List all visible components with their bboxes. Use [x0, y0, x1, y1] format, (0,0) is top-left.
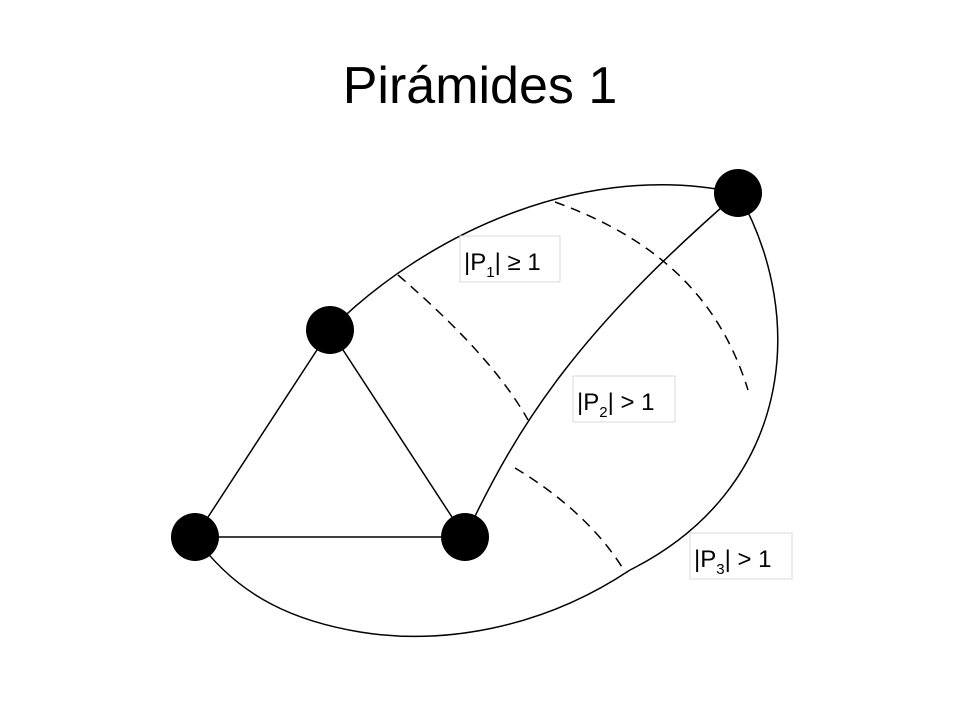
vertex-top-left	[306, 306, 354, 354]
label-p1: |P1| ≥ 1	[459, 235, 561, 283]
edge-right	[329, 329, 466, 538]
dashed-cut-2	[554, 201, 749, 391]
label-p2: |P2| > 1	[572, 375, 676, 423]
outer-curve-right	[629, 192, 779, 571]
svg-text:|P3| > 1: |P3| > 1	[694, 546, 772, 578]
slide-title: Pirámides 1	[342, 57, 618, 115]
inner-curve	[464, 192, 739, 538]
svg-text:|P1| ≥ 1: |P1| ≥ 1	[464, 249, 541, 281]
dashed-cut-1	[397, 274, 529, 421]
edge-left	[194, 329, 331, 538]
outer-curve-bottom	[194, 536, 631, 638]
svg-text:|P2| > 1: |P2| > 1	[577, 389, 655, 421]
label-p3: |P3| > 1	[689, 532, 793, 580]
dashed-cut-3	[514, 467, 626, 573]
vertex-top-right	[714, 169, 762, 217]
outer-curve-top	[329, 184, 739, 331]
vertex-bottom-left	[171, 513, 219, 561]
vertex-bottom-middle	[441, 513, 489, 561]
